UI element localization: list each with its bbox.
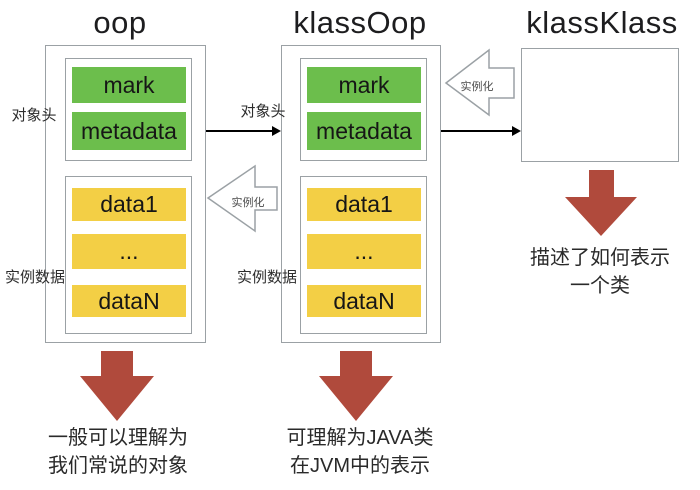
instantiate-label-klassoop: 实例化 — [460, 81, 494, 93]
oop-header-label: 对象头 — [11, 107, 57, 124]
instantiate-label-oop: 实例化 — [231, 197, 265, 209]
klassklass-title: klassKlass — [526, 5, 678, 40]
klassoop-instance-label: 实例数据 — [236, 269, 297, 286]
klassoop-dots-cell: ... — [307, 234, 421, 269]
oop-dots-cell: ... — [72, 234, 186, 269]
klassoop-mark-cell: mark — [307, 67, 421, 103]
klassklass-box — [521, 48, 679, 162]
klassoop-dataN-cell: dataN — [307, 285, 421, 317]
klassoop-caption-line1: 可理解为JAVA类 — [286, 427, 434, 449]
klassklass-down-arrow — [565, 170, 637, 236]
oop-metadata-cell: metadata — [72, 112, 186, 150]
klassoop-title: klassOop — [293, 5, 427, 40]
klassoop-caption: 可理解为JAVA类 在JVM中的表示 — [258, 424, 462, 480]
klassoop-caption-line2: 在JVM中的表示 — [290, 455, 430, 477]
klassklass-caption-line1: 描述了如何表示 — [530, 247, 670, 269]
oop-instance-label: 实例数据 — [4, 269, 65, 286]
oop-to-klassoop-arrowhead — [272, 126, 281, 136]
klassoop-header-label: 对象头 — [240, 103, 286, 120]
klassoop-metadata-cell: metadata — [307, 112, 421, 150]
oop-caption-line2: 我们常说的对象 — [48, 455, 188, 477]
oop-data1-cell: data1 — [72, 188, 186, 221]
oop-dataN-cell: dataN — [72, 285, 186, 317]
klassklass-caption-line2: 一个类 — [570, 275, 630, 297]
oop-caption: 一般可以理解为 我们常说的对象 — [20, 424, 216, 480]
oop-caption-line1: 一般可以理解为 — [48, 427, 188, 449]
klassoop-to-klassklass-arrowhead — [512, 126, 521, 136]
oop-down-arrow — [80, 351, 154, 421]
oop-title: oop — [93, 5, 147, 40]
klassoop-data1-cell: data1 — [307, 188, 421, 221]
oop-mark-cell: mark — [72, 67, 186, 103]
klassklass-caption: 描述了如何表示 一个类 — [505, 244, 695, 300]
klassoop-down-arrow — [319, 351, 393, 421]
